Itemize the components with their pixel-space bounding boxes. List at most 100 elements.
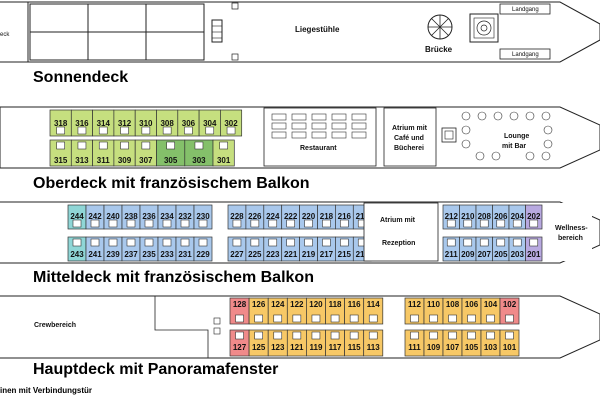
cabin-107[interactable]: 107 xyxy=(442,329,463,357)
cabin-218[interactable]: 218 xyxy=(317,204,336,230)
cabin-315[interactable]: 315 xyxy=(49,139,72,167)
cabin-204[interactable]: 204 xyxy=(508,204,526,230)
cabin-212[interactable]: 212 xyxy=(442,204,460,230)
bed-icon xyxy=(56,141,65,150)
cabin-244[interactable]: 244 xyxy=(67,204,87,230)
cabin-312[interactable]: 312 xyxy=(113,109,136,137)
cabin-217[interactable]: 217 xyxy=(317,236,336,262)
cabin-234[interactable]: 234 xyxy=(157,204,177,230)
cabin-220[interactable]: 220 xyxy=(299,204,318,230)
cabin-119[interactable]: 119 xyxy=(306,329,326,357)
cabin-219[interactable]: 219 xyxy=(299,236,318,262)
cabin-124[interactable]: 124 xyxy=(267,297,288,325)
cabin-242[interactable]: 242 xyxy=(85,204,105,230)
cabin-310[interactable]: 310 xyxy=(134,109,157,137)
cabin-203[interactable]: 203 xyxy=(508,236,526,262)
cabin-202[interactable]: 202 xyxy=(525,204,543,230)
cabin-309[interactable]: 309 xyxy=(113,139,136,167)
cabin-307[interactable]: 307 xyxy=(134,139,157,167)
cabin-113[interactable]: 113 xyxy=(363,329,384,357)
cabin-208[interactable]: 208 xyxy=(475,204,493,230)
cabin-206[interactable]: 206 xyxy=(492,204,510,230)
cabin-224[interactable]: 224 xyxy=(263,204,283,230)
cabin-201[interactable]: 201 xyxy=(525,236,543,262)
landgang-top-label: Landgang xyxy=(512,7,539,13)
cabin-207[interactable]: 207 xyxy=(475,236,493,262)
cabin-235[interactable]: 235 xyxy=(139,236,159,262)
cabin-238[interactable]: 238 xyxy=(121,204,141,230)
cabin-128[interactable]: 128 xyxy=(229,297,250,325)
landgang-bottom xyxy=(499,48,551,60)
cabin-304[interactable]: 304 xyxy=(198,109,221,137)
cabin-210[interactable]: 210 xyxy=(459,204,477,230)
bed-icon xyxy=(184,126,193,135)
cabin-241[interactable]: 241 xyxy=(85,236,105,262)
cabin-103[interactable]: 103 xyxy=(480,329,501,357)
cabin-114[interactable]: 114 xyxy=(363,297,384,325)
cabin-231[interactable]: 231 xyxy=(175,236,195,262)
cabin-121[interactable]: 121 xyxy=(286,329,307,357)
cabin-240[interactable]: 240 xyxy=(103,204,123,230)
deck-title-oberdeck: Oberdeck mit französischem Balkon xyxy=(33,175,310,192)
cabin-109[interactable]: 109 xyxy=(423,329,444,357)
cabin-number: 303 xyxy=(192,156,206,165)
cabin-123[interactable]: 123 xyxy=(267,329,288,357)
cabin-303[interactable]: 303 xyxy=(184,139,214,167)
cabin-313[interactable]: 313 xyxy=(70,139,93,167)
cabin-104[interactable]: 104 xyxy=(480,297,501,325)
cabin-223[interactable]: 223 xyxy=(263,236,283,262)
cabin-216[interactable]: 216 xyxy=(335,204,354,230)
cabin-108[interactable]: 108 xyxy=(442,297,463,325)
cabin-318[interactable]: 318 xyxy=(49,109,72,137)
cabin-225[interactable]: 225 xyxy=(245,236,265,262)
cabin-110[interactable]: 110 xyxy=(423,297,444,325)
cabin-314[interactable]: 314 xyxy=(92,109,115,137)
bed-icon xyxy=(448,331,457,340)
bed-icon xyxy=(268,238,278,247)
bed-icon xyxy=(292,331,302,340)
cabin-112[interactable]: 112 xyxy=(404,297,425,325)
cabin-232[interactable]: 232 xyxy=(175,204,195,230)
cabin-122[interactable]: 122 xyxy=(286,297,307,325)
cabin-118[interactable]: 118 xyxy=(325,297,345,325)
cabin-209[interactable]: 209 xyxy=(459,236,477,262)
cabin-105[interactable]: 105 xyxy=(461,329,482,357)
cabin-106[interactable]: 106 xyxy=(461,297,482,325)
cabin-316[interactable]: 316 xyxy=(70,109,93,137)
cabin-227[interactable]: 227 xyxy=(227,236,247,262)
cabin-243[interactable]: 243 xyxy=(67,236,87,262)
cabin-120[interactable]: 120 xyxy=(306,297,326,325)
cabin-215[interactable]: 215 xyxy=(335,236,354,262)
cabin-221[interactable]: 221 xyxy=(281,236,300,262)
cabin-239[interactable]: 239 xyxy=(103,236,123,262)
cabin-237[interactable]: 237 xyxy=(121,236,141,262)
bed-icon xyxy=(250,238,260,247)
cabin-222[interactable]: 222 xyxy=(281,204,300,230)
cabin-101[interactable]: 101 xyxy=(499,329,520,357)
cabin-302[interactable]: 302 xyxy=(220,109,243,137)
cabin-305[interactable]: 305 xyxy=(156,139,186,167)
cabin-236[interactable]: 236 xyxy=(139,204,159,230)
cabin-308[interactable]: 308 xyxy=(156,109,179,137)
cabin-229[interactable]: 229 xyxy=(193,236,213,262)
cabin-205[interactable]: 205 xyxy=(492,236,510,262)
cabin-127[interactable]: 127 xyxy=(229,329,250,357)
table-icon xyxy=(311,122,327,130)
cabin-115[interactable]: 115 xyxy=(344,329,365,357)
cabin-228[interactable]: 228 xyxy=(227,204,247,230)
cabin-306[interactable]: 306 xyxy=(177,109,200,137)
cabin-number: 122 xyxy=(290,300,304,309)
cabin-126[interactable]: 126 xyxy=(248,297,269,325)
cabin-111[interactable]: 111 xyxy=(404,329,425,357)
cabin-311[interactable]: 311 xyxy=(92,139,115,167)
cabin-211[interactable]: 211 xyxy=(442,236,460,262)
cabin-117[interactable]: 117 xyxy=(325,329,345,357)
cabin-230[interactable]: 230 xyxy=(193,204,213,230)
cabin-125[interactable]: 125 xyxy=(248,329,269,357)
cabin-116[interactable]: 116 xyxy=(344,297,365,325)
cabin-102[interactable]: 102 xyxy=(499,297,520,325)
cabin-301[interactable]: 301 xyxy=(212,139,235,167)
cabin-226[interactable]: 226 xyxy=(245,204,265,230)
cabin-233[interactable]: 233 xyxy=(157,236,177,262)
